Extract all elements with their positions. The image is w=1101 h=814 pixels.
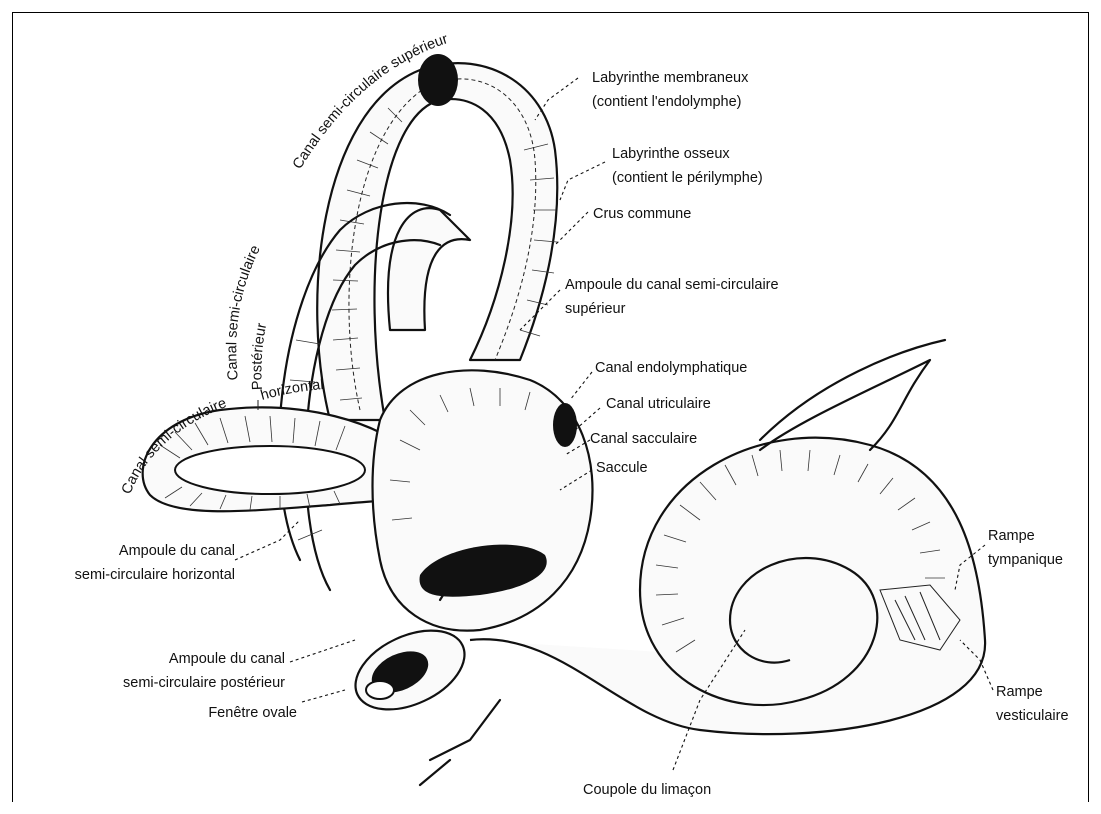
label-ampoule-sup-1: Ampoule du canal semi-circulaire [565,277,779,293]
label-canal-utriculaire: Canal utriculaire [606,396,711,412]
label-rampe-vesticulaire-2: vesticulaire [996,708,1069,724]
label-labyrinthe-osseux-1: Labyrinthe osseux [612,146,730,162]
label-ampoule-post-1: Ampoule du canal [169,651,285,667]
label-canal-endolymphatique: Canal endolymphatique [595,360,747,376]
label-saccule: Saccule [596,460,648,476]
label-labyrinthe-osseux-2: (contient le périlymphe) [612,170,763,186]
label-ampoule-post-2: semi-circulaire postérieur [123,675,285,691]
label-crus-commune: Crus commune [593,206,691,222]
label-coupole-limacon: Coupole du limaçon [583,782,711,798]
label-rampe-tympanique-2: tympanique [988,552,1063,568]
label-labyrinthe-membraneux-2: (contient l'endolymphe) [592,94,741,110]
label-ampoule-horiz-2: semi-circulaire horizontal [75,567,235,583]
label-canal-sacculaire: Canal sacculaire [590,431,697,447]
label-rampe-vesticulaire-1: Rampe [996,684,1043,700]
label-fenetre-ovale: Fenêtre ovale [208,705,297,721]
label-ampoule-horiz-1: Ampoule du canal [119,543,235,559]
label-canal-posterieur-2: Postérieur [249,322,270,391]
vestibule-drawing [373,370,593,630]
label-ampoule-sup-2: supérieur [565,301,626,317]
label-rampe-tympanique-1: Rampe [988,528,1035,544]
label-canal-horizontal-2: horizontal [259,377,324,404]
label-labyrinthe-membraneux-1: Labyrinthe membraneux [592,70,749,86]
